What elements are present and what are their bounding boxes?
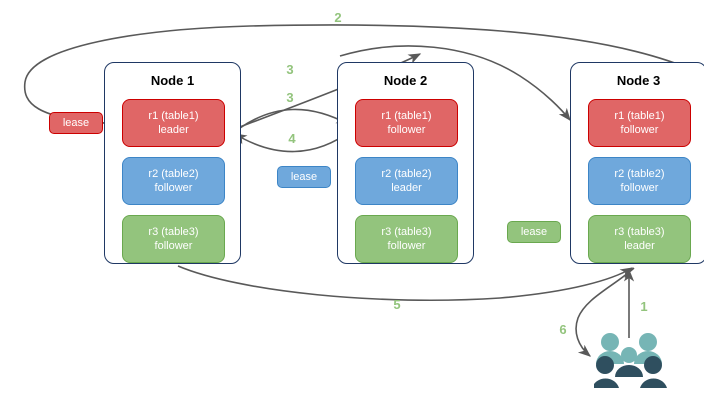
replica-name: r2 (table2) [614,168,665,180]
step-label-4: 4 [288,131,296,146]
replica-name: r3 (table3) [614,226,665,238]
step-label-6: 6 [559,322,567,337]
replica-r1[interactable]: r1 (table1) leader [122,99,225,147]
edge-3-upper [231,53,422,131]
replica-role: leader [391,182,422,194]
replica-r2[interactable]: r2 (table2) leader [355,157,458,205]
edge-3-arc [339,45,571,121]
replica-role: follower [154,240,193,252]
replica-role: leader [624,240,655,252]
edge-2 [23,24,698,128]
lease-badge-red[interactable]: lease [49,112,103,134]
replica-role: follower [387,124,426,136]
replica-name: r2 (table2) [381,168,432,180]
step-label-2: 2 [334,10,342,25]
replica-r1[interactable]: r1 (table1) follower [588,99,691,147]
replica-name: r1 (table1) [614,110,665,122]
node-container-node1[interactable]: Node 1 r1 (table1) leader r2 (table2) fo… [104,62,241,264]
node-title: Node 2 [383,73,428,88]
replica-name: r3 (table3) [381,226,432,238]
node-title: Node 1 [150,73,195,88]
replica-role: follower [154,182,193,194]
replica-name: r1 (table1) [381,110,432,122]
replica-name: r1 (table1) [148,110,199,122]
step-label-3b: 3 [286,90,294,105]
replica-r3[interactable]: r3 (table3) follower [355,215,458,263]
step-label-5: 5 [393,297,401,312]
replica-role: leader [158,124,189,136]
replica-name: r2 (table2) [148,168,199,180]
replica-r2[interactable]: r2 (table2) follower [122,157,225,205]
replica-name: r3 (table3) [148,226,199,238]
node-title: Node 3 [616,73,661,88]
replica-role: follower [387,240,426,252]
step-label-1: 1 [640,299,648,314]
edge-5 [177,265,634,302]
replica-r3[interactable]: r3 (table3) follower [122,215,225,263]
lease-badge-green[interactable]: lease [507,221,561,243]
edge-3-lens [239,108,350,129]
replica-r1[interactable]: r1 (table1) follower [355,99,458,147]
users-group-icon [594,333,667,388]
replica-r3[interactable]: r3 (table3) leader [588,215,691,263]
replica-r2[interactable]: r2 (table2) follower [588,157,691,205]
node-container-node3[interactable]: Node 3 r1 (table1) follower r2 (table2) … [570,62,704,264]
lease-badge-blue[interactable]: lease [277,166,331,188]
replica-role: follower [620,182,659,194]
step-label-3a: 3 [286,62,294,77]
edge-6 [575,267,635,357]
node-container-node2[interactable]: Node 2 r1 (table1) follower r2 (table2) … [337,62,474,264]
replica-role: follower [620,124,659,136]
